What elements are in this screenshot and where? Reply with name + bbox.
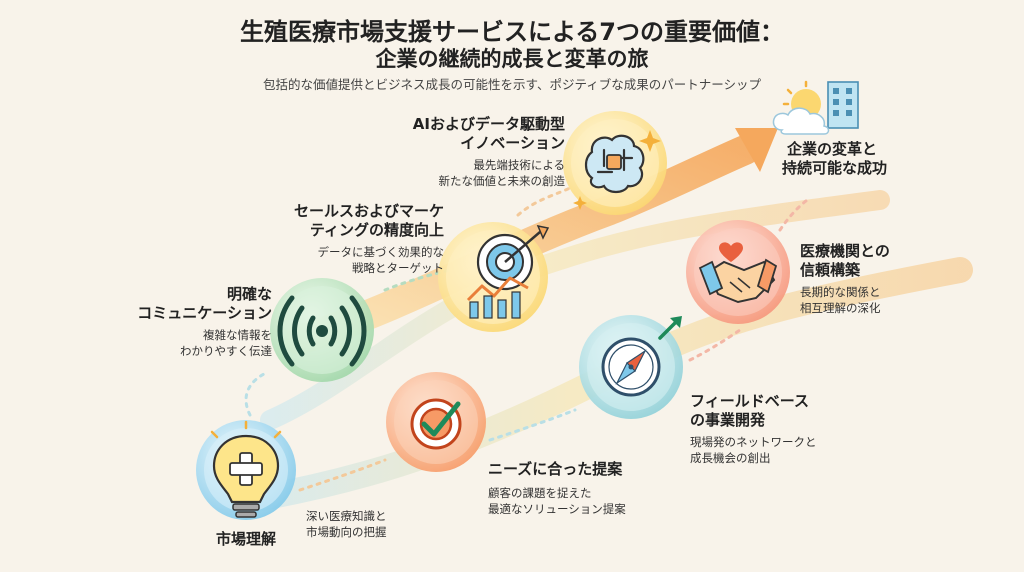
step-4-heading: ニーズに合った提案 xyxy=(488,460,623,478)
compass-icon xyxy=(601,316,682,397)
connector-3-5 xyxy=(516,186,572,217)
step-5-node xyxy=(563,111,667,215)
step-1-desc-line2: 市場動向の把握 xyxy=(306,525,387,539)
main-title-line1: 生殖医療市場支援サービスによる7つの重要価値： xyxy=(240,18,784,46)
step-6-node xyxy=(579,315,683,419)
step-7-label: 医療機関との 信頼構築 長期的な関係と 相互理解の深化 xyxy=(800,242,890,316)
step-3-node xyxy=(438,222,550,332)
step-3-desc-line1: データに基づく効果的な xyxy=(317,245,445,259)
connector-4-6 xyxy=(488,408,577,442)
step-7-heading-line2: 信頼構築 xyxy=(800,261,861,279)
step-5-desc-line1: 最先端技術による xyxy=(473,158,565,172)
signal-waves-icon xyxy=(277,295,367,367)
building-cloud-sun-icon xyxy=(772,80,859,135)
step-4-desc-line1: 顧客の課題を捉えた xyxy=(488,486,592,500)
step-7-desc-line1: 長期的な関係と xyxy=(800,285,881,299)
connector-1-4 xyxy=(298,458,387,492)
step-3-label: セールスおよびマーケ ティングの精度向上 データに基づく効果的な 戦略とターゲッ… xyxy=(294,202,444,276)
connector-7-goal xyxy=(778,196,812,232)
handshake-heart-icon xyxy=(698,242,778,304)
step-5-label: AIおよびデータ駆動型 イノベーション 最先端技術による 新たな価値と未来の創造 xyxy=(413,115,565,189)
step-2-label: 明確な コミュニケーション 複雑な情報を わかりやすく伝達 xyxy=(137,285,272,359)
step-1-title: 市場理解 xyxy=(198,530,294,549)
check-target-icon xyxy=(410,398,462,450)
step-1-description: 深い医療知識と 市場動向の把握 xyxy=(306,508,387,540)
step-5-heading-line1: AIおよびデータ駆動型 xyxy=(412,115,565,133)
step-2-heading-line2: コミュニケーション xyxy=(137,304,272,322)
step-7-node xyxy=(686,220,790,324)
step-6-desc-line1: 現場発のネットワークと xyxy=(690,435,817,449)
step-3-heading-line1: セールスおよびマーケ xyxy=(293,202,444,220)
step-6-heading-line1: フィールドベース xyxy=(690,392,809,410)
target-chart-icon xyxy=(466,224,550,319)
step-2-desc-line1: 複雑な情報を xyxy=(203,328,272,342)
goal-line2: 持続可能な成功 xyxy=(782,159,888,177)
step-2-desc-line2: わかりやすく伝達 xyxy=(180,344,272,358)
main-growth-arrow-head xyxy=(735,128,778,172)
step-7-heading-line1: 医療機関との xyxy=(800,242,890,260)
step-3-desc-line2: 戦略とターゲット xyxy=(352,261,444,275)
step-6-heading-line2: の事業開発 xyxy=(690,411,766,429)
goal-line1: 企業の変革と xyxy=(786,140,877,158)
step-4-desc-line2: 最適なソリューション提案 xyxy=(488,502,626,516)
step-6-label: フィールドベース の事業開発 現場発のネットワークと 成長機会の創出 xyxy=(690,392,817,466)
connector-6-7 xyxy=(688,328,742,362)
subtitle: 包括的な価値提供とビジネス成長の可能性を示す、ポジティブな成果のパートナーシップ xyxy=(262,77,761,92)
flow-band-middle xyxy=(260,190,890,430)
step-3-heading-line2: ティングの精度向上 xyxy=(309,221,444,239)
step-2-node xyxy=(270,278,374,382)
goal-illustration xyxy=(772,80,859,135)
connector-1-2 xyxy=(244,370,270,417)
step-4-node xyxy=(386,372,486,472)
main-title-line2: 企業の継続的成長と変革の旅 xyxy=(375,47,649,71)
goal-label: 企業の変革と 持続可能な成功 xyxy=(782,140,888,178)
step-6-desc-line2: 成長機会の創出 xyxy=(690,451,771,465)
step-7-desc-line2: 相互理解の深化 xyxy=(800,301,881,315)
main-growth-arrow xyxy=(285,135,760,355)
step-5-heading-line2: イノベーション xyxy=(460,134,565,152)
lightbulb-cross-icon xyxy=(210,420,282,518)
step-1-desc-line1: 深い医療知識と xyxy=(306,509,387,523)
step-1-node xyxy=(196,420,296,520)
step-4-label: ニーズに合った提案 顧客の課題を捉えた 最適なソリューション提案 xyxy=(488,460,626,517)
step-2-heading-line1: 明確な xyxy=(226,285,272,303)
step-5-desc-line2: 新たな価値と未来の創造 xyxy=(438,174,566,188)
step-1-heading: 市場理解 xyxy=(215,530,276,548)
